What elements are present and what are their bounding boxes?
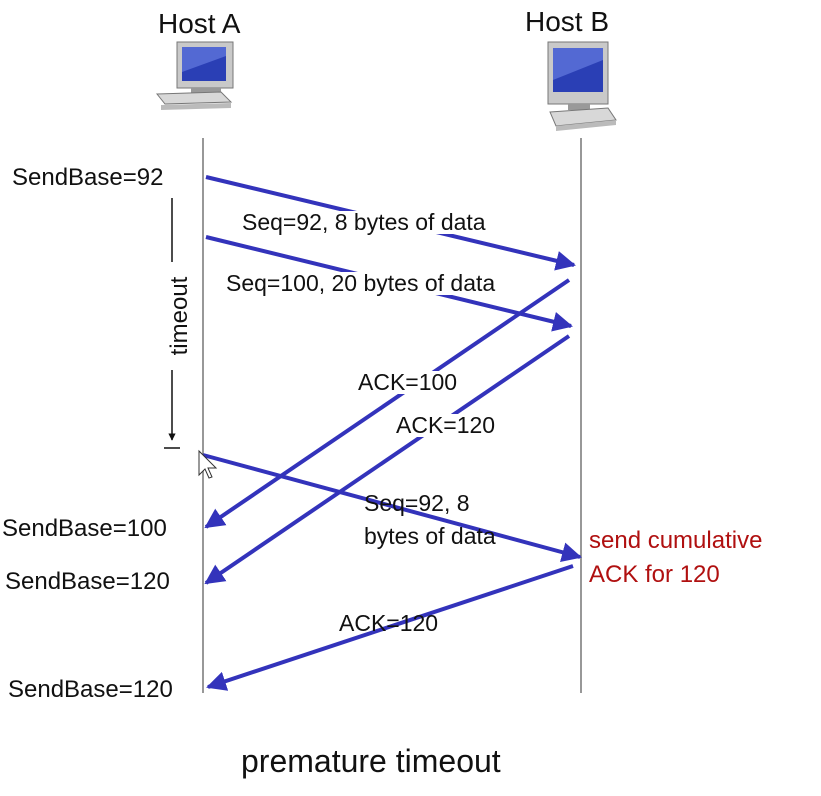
seq92-retransmit-arrow <box>202 453 582 562</box>
receiver-note-line2: ACK for 120 <box>589 561 720 588</box>
seq92-retransmit-label-line2: bytes of data <box>364 523 496 549</box>
sendbase-100-label: SendBase=100 <box>2 515 167 542</box>
mouse-cursor-icon <box>198 449 218 479</box>
diagram-caption: premature timeout <box>241 743 501 779</box>
host-b-computer-icon <box>547 41 617 131</box>
ack100-arrow <box>204 278 571 529</box>
ack120-final-arrow <box>206 564 574 691</box>
host-a-label: Host A <box>158 8 241 39</box>
ack120-label: ACK=120 <box>394 412 498 438</box>
ack100-label: ACK=100 <box>356 369 460 395</box>
sendbase-120-final-label: SendBase=120 <box>8 676 173 703</box>
ack120-arrow <box>204 334 571 585</box>
seq100-label: Seq=100, 20 bytes of data <box>224 270 498 296</box>
seq92-label: Seq=92, 8 bytes of data <box>240 209 488 235</box>
seq92-retransmit-label-line1: Seq=92, 8 <box>364 490 470 516</box>
timeout-label: timeout <box>166 262 194 370</box>
ack120-final-label: ACK=120 <box>339 610 439 636</box>
receiver-note: send cumulative ACK for 120 <box>589 524 762 592</box>
host-a-computer-icon <box>155 41 234 110</box>
sendbase-92-label: SendBase=92 <box>12 164 164 191</box>
host-b-label: Host B <box>525 6 610 37</box>
receiver-note-line1: send cumulative <box>589 527 763 554</box>
sendbase-120-label: SendBase=120 <box>5 568 170 595</box>
